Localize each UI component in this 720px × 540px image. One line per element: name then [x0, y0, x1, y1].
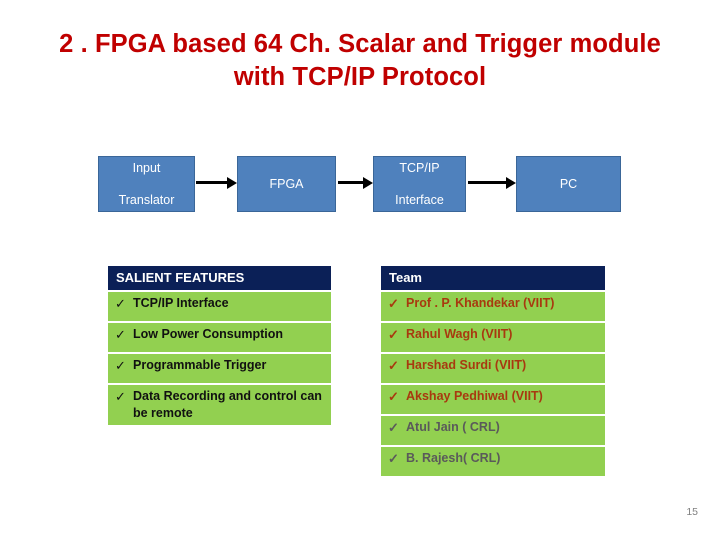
team-member-row[interactable]: ✓ Akshay Pedhiwal (VIIT) — [381, 385, 605, 414]
checkmark-icon: ✓ — [115, 389, 126, 404]
flow-box-pc[interactable]: PC — [516, 156, 621, 212]
team-member-row[interactable]: ✓ Atul Jain ( CRL) — [381, 416, 605, 445]
checkmark-icon: ✓ — [115, 358, 126, 373]
flow-arrow-right-icon-2 — [338, 176, 373, 189]
checkmark-icon: ✓ — [388, 389, 399, 404]
flow-box-input-translator-line-1: Input — [132, 161, 161, 175]
team-member-row[interactable]: ✓ Harshad Surdi (VIIT) — [381, 354, 605, 383]
flow-box-fpga[interactable]: FPGA — [237, 156, 336, 212]
checkmark-icon: ✓ — [388, 327, 399, 342]
page-title: 2 . FPGA based 64 Ch. Scalar and Trigger… — [30, 28, 690, 94]
flow-box-tcpip-interface[interactable]: TCP/IP Interface — [373, 156, 466, 212]
salient-feature-row-label: Low Power Consumption — [133, 327, 283, 341]
team-member-row[interactable]: ✓ Rahul Wagh (VIIT) — [381, 323, 605, 352]
salient-feature-row-label: Programmable Trigger — [133, 358, 267, 372]
flow-box-input-translator[interactable]: Input Translator — [98, 156, 195, 212]
salient-features-header: SALIENT FEATURES — [108, 266, 331, 290]
checkmark-icon: ✓ — [115, 327, 126, 342]
team-member-row-label: Atul Jain ( CRL) — [406, 420, 500, 434]
checkmark-icon: ✓ — [115, 296, 126, 311]
flow-arrow-right-icon-3 — [468, 176, 516, 189]
salient-feature-row[interactable]: ✓ Data Recording and control can be remot… — [108, 385, 331, 425]
checkmark-icon: ✓ — [388, 296, 399, 311]
team-member-row[interactable]: ✓ Prof . P. Khandekar (VIIT) — [381, 292, 605, 321]
team-member-row-label: Harshad Surdi (VIIT) — [406, 358, 527, 372]
team-table: Team ✓ Prof . P. Khandekar (VIIT) ✓ Rahul W… — [381, 266, 605, 476]
checkmark-icon: ✓ — [388, 358, 399, 373]
salient-features-rows: ✓TCP/IP Interface✓Low Power Consumption✓… — [108, 292, 331, 425]
salient-feature-row[interactable]: ✓ Low Power Consumption — [108, 323, 331, 352]
team-header: Team — [381, 266, 605, 290]
flow-arrow-right-icon-1 — [196, 176, 237, 189]
salient-features-table: SALIENT FEATURES ✓ TCP/IP Interface ✓ Low P… — [108, 266, 331, 425]
flow-box-input-translator-line-2: Translator — [118, 193, 175, 207]
flow-box-fpga-line-1: FPGA — [269, 177, 304, 191]
salient-feature-row[interactable]: ✓ TCP/IP Interface — [108, 292, 331, 321]
page-title-line-1: 2 . FPGA based 64 Ch. Scalar and Trigger… — [59, 30, 661, 58]
page-number: 15 — [686, 506, 698, 518]
team-member-row-label: Rahul Wagh (VIIT) — [406, 327, 513, 341]
team-member-row-label: B. Rajesh( CRL) — [406, 451, 501, 465]
page-title-line-2: with TCP/IP Protocol — [233, 63, 487, 91]
flow-box-tcpip-interface-line-1: TCP/IP — [399, 161, 440, 175]
team-rows: ✓ Prof . P. Khandekar (VIIT) ✓ Rahul Wagh (… — [381, 292, 605, 476]
team-member-row-label: Prof . P. Khandekar (VIIT) — [406, 296, 555, 310]
salient-feature-row[interactable]: ✓ Programmable Trigger — [108, 354, 331, 383]
checkmark-icon: ✓ — [388, 420, 399, 435]
team-member-row-label: Akshay Pedhiwal (VIIT) — [406, 389, 543, 403]
flow-box-tcpip-interface-line-2: Interface — [395, 193, 444, 207]
team-member-row[interactable]: ✓ B. Rajesh( CRL) — [381, 447, 605, 476]
checkmark-icon: ✓ — [388, 451, 399, 466]
flow-box-pc-line-1: PC — [559, 177, 578, 191]
salient-feature-row-label: Data Recording and control can be remote — [133, 389, 322, 420]
salient-feature-row-label: TCP/IP Interface — [133, 296, 229, 310]
